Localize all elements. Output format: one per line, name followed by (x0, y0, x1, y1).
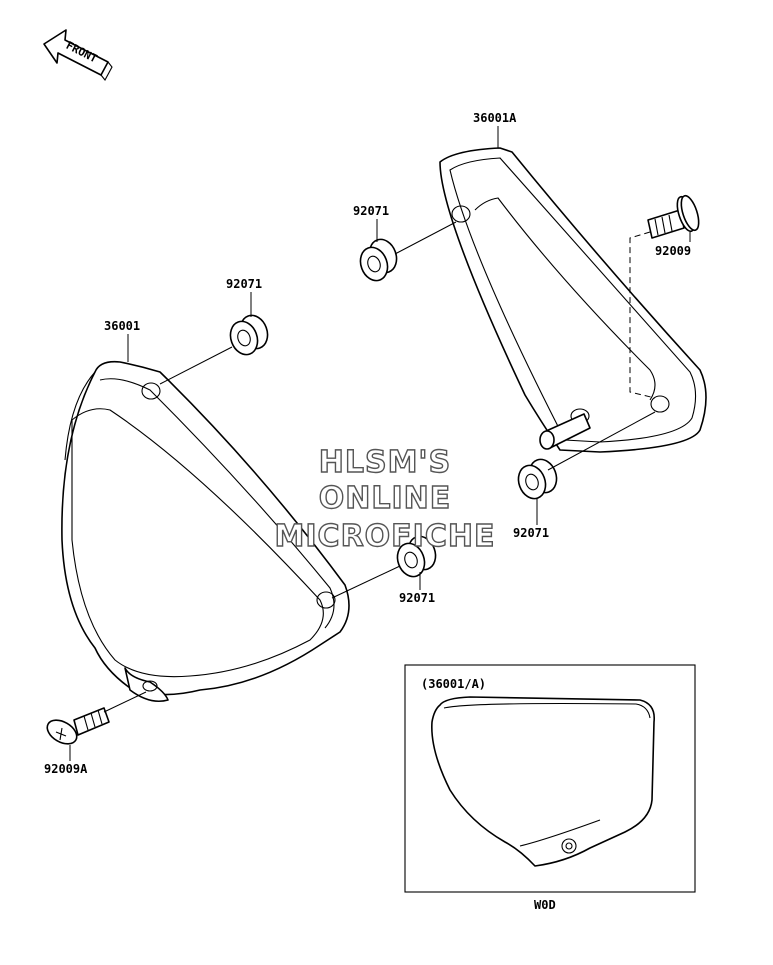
callout-cover-left: 36001 (104, 319, 140, 333)
callout-grommet-left-upper: 92071 (226, 277, 262, 291)
grommet-left-lower[interactable] (393, 533, 440, 581)
inset-box (404, 664, 696, 893)
side-cover-left[interactable] (61, 360, 350, 703)
bolt-left-leader (103, 691, 147, 713)
callout-grommet-left-lower: 92071 (399, 591, 435, 605)
callout-grommet-right-lower: 92071 (513, 526, 549, 540)
watermark-line-3: MICROFICHE (275, 519, 496, 554)
watermark-line-1: HLSM'S (319, 445, 451, 480)
callout-grommet-right-upper: 92071 (353, 204, 389, 218)
callout-cover-right: 36001A (473, 111, 517, 125)
inset-title: (36001/A) (421, 677, 486, 691)
watermark: HLSM'S ONLINE MICROFICHE (274, 444, 496, 554)
inset-caption: W0D (534, 898, 556, 912)
side-cover-right[interactable] (439, 147, 707, 453)
bolt-right-dashed-path (629, 231, 656, 399)
bolt-right[interactable] (647, 194, 702, 239)
watermark-line-2: ONLINE (319, 481, 452, 516)
front-arrow-icon: FRONT (43, 29, 113, 81)
grommet-right-lower[interactable] (514, 456, 561, 503)
bolt-left[interactable] (43, 707, 110, 749)
callout-bolt-right: 92009 (655, 244, 691, 258)
grommet-right-upper[interactable] (356, 236, 401, 285)
inset-side-cover (431, 696, 656, 867)
callout-bolt-left: 92009A (44, 762, 88, 776)
grommet-left-upper[interactable] (226, 312, 272, 359)
